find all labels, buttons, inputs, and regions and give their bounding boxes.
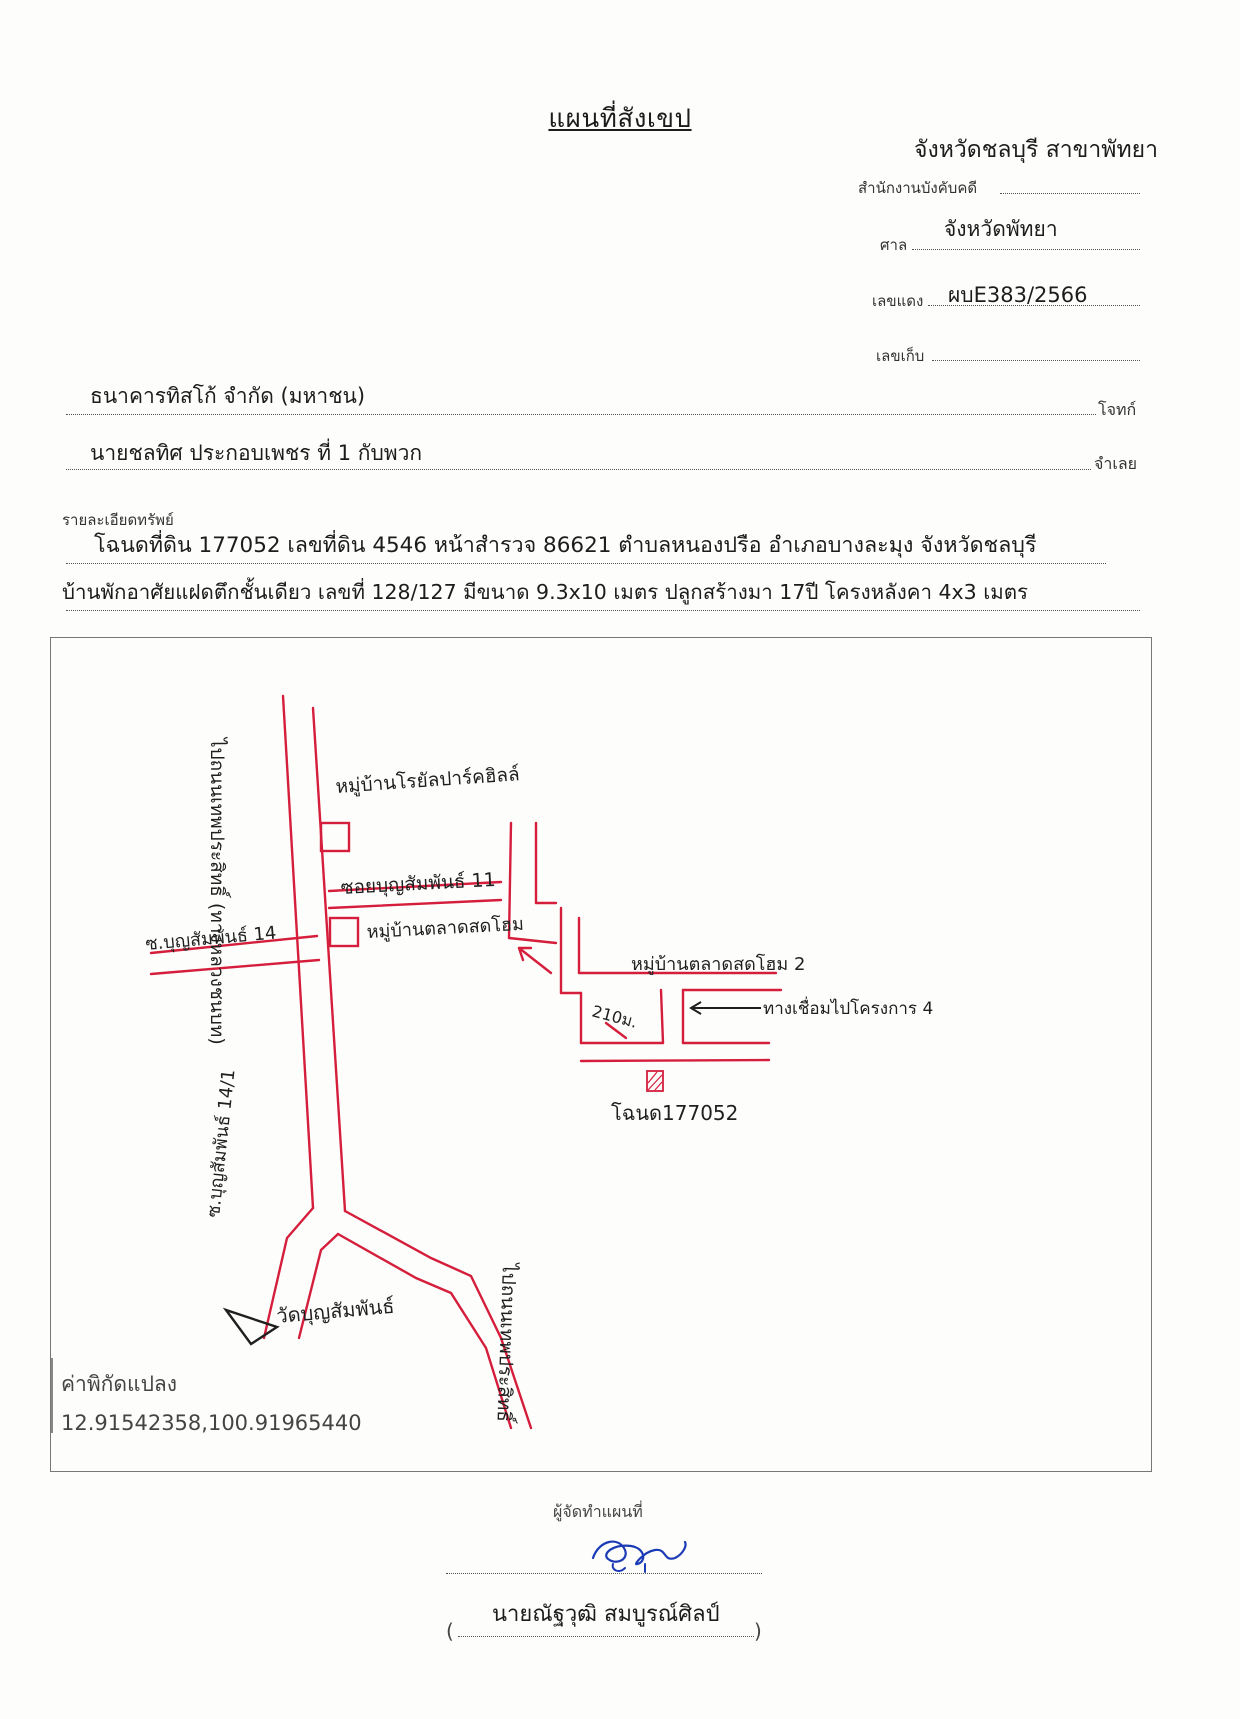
village-talat-marker (328, 916, 360, 948)
property-dotline-2 (66, 610, 1140, 611)
defendant-label: จำเลย (1094, 454, 1138, 473)
defendant-dotline (66, 469, 1091, 470)
soi-arrow-head (517, 946, 533, 962)
distance-arrow (604, 1021, 628, 1040)
south-road-east-edge (297, 1232, 340, 1340)
label-village-royal: หมู่บ้านโรยัลปาร์คฮิลล์ (335, 762, 521, 798)
coord-value: 12.91542358,100.91965440 (61, 1411, 362, 1435)
page-title: แผนที่สังเขป (548, 104, 692, 134)
main-road-east-edge (311, 706, 347, 1213)
inner-road-mid (659, 988, 665, 1045)
plaintiff-dotline (66, 414, 1096, 415)
signature-mark (591, 1540, 687, 1573)
temple-icon (222, 1307, 280, 1346)
label-village-talat2: หมู่บ้านตลาดสดโฮม 2 (631, 953, 805, 975)
label-deed: โฉนด177052 (611, 1101, 738, 1125)
label-distance: 210ม. (590, 1002, 640, 1032)
soi11-north-edge (327, 880, 503, 893)
coord-label: ค่าพิกัดแปลง (61, 1372, 178, 1396)
village-road-connector (507, 936, 558, 945)
label-road-north: ไปถนนเทพประสิทธิ์ (ทางหลวงชนบท) (206, 736, 232, 1045)
southeast-road-north-edge (343, 1209, 533, 1430)
target-parcel-marker (646, 1070, 664, 1092)
south-road-west-edge (262, 1206, 315, 1340)
plaintiff-name: ธนาคารทิสโก้ จำกัด (มหาชน) (90, 384, 366, 408)
label-village-talat: หมู่บ้านตลาดสดโฮม (366, 913, 524, 943)
label-soi-main: ซอยบุญสัมพันธ์ 11 (340, 869, 496, 900)
connector-arrow (689, 1001, 761, 1015)
lower-road-edge (579, 1058, 771, 1063)
property-line-1: โฉนดที่ดิน 177052 เลขที่ดิน 4546 หน้าสำร… (94, 533, 1037, 558)
red-number-value: ผบE383/2566 (948, 283, 1088, 307)
office-label: สำนักงานบังคับคดี (858, 179, 978, 197)
name-close-paren: ) (754, 1619, 762, 1643)
label-road-southeast: ไปถนนเทพประสิทธิ์ (492, 1261, 524, 1425)
defendant-name: นายชลทิศ ประกอบเพชร ที่ 1 กับพวก (90, 441, 423, 465)
red-number-label: เลขแดง (872, 292, 924, 310)
road-network (149, 694, 783, 1430)
village-royal-marker (319, 821, 351, 853)
label-connector-note: ทางเชื่อมไปโครงการ 4 (763, 996, 933, 1019)
plaintiff-label: โจทก์ (1098, 400, 1137, 419)
village-road-a-west (507, 821, 513, 940)
file-number-dotline (932, 360, 1140, 361)
main-road-west-edge (281, 694, 315, 1210)
soi14-north-edge (149, 934, 319, 955)
property-line-2: บ้านพักอาศัยแฝดตึกชั้นเดียว เลขที่ 128/1… (62, 580, 1029, 604)
court-dotline (912, 249, 1140, 250)
court-label: ศาล (880, 236, 908, 254)
label-temple: วัดบุญสัมพันธ์ (275, 1294, 395, 1329)
province-branch: จังหวัดชลบุรี สาขาพัทยา (914, 137, 1158, 163)
property-dotline-1 (66, 563, 1106, 564)
name-dotline (458, 1636, 754, 1637)
court-value: จังหวัดพัทยา (944, 217, 1058, 241)
target-parcel-hatch (647, 1071, 663, 1091)
signature-dotline (446, 1573, 762, 1574)
file-number-label: เลขเก็บ (876, 347, 925, 365)
soi-arrow (517, 946, 553, 975)
map-frame: ไปถนนเทพประสิทธิ์ (ทางหลวงชนบท) หมู่บ้าน… (50, 637, 1152, 1472)
red-number-dotline (928, 305, 1140, 306)
southeast-road-south-edge (336, 1232, 513, 1430)
soi11-south-edge (327, 898, 503, 910)
name-open-paren: ( (446, 1619, 454, 1643)
map-canvas: ไปถนนเทพประสิทธิ์ (ทางหลวงชนบท) หมู่บ้าน… (145, 694, 933, 1430)
coord-bar (51, 1358, 53, 1433)
soi14-south-edge (149, 958, 321, 976)
office-dotline (1000, 193, 1140, 194)
map-maker-name: นายณัฐวุฒิ สมบูรณ์ศิลป์ (492, 1602, 720, 1627)
label-soi-south: ซ.บุญสัมพันธ์ 14/1 (203, 1068, 239, 1218)
property-label: รายละเอียดทรัพย์ (62, 511, 174, 529)
map-maker-label: ผู้จัดทำแผนที่ (553, 1502, 643, 1521)
